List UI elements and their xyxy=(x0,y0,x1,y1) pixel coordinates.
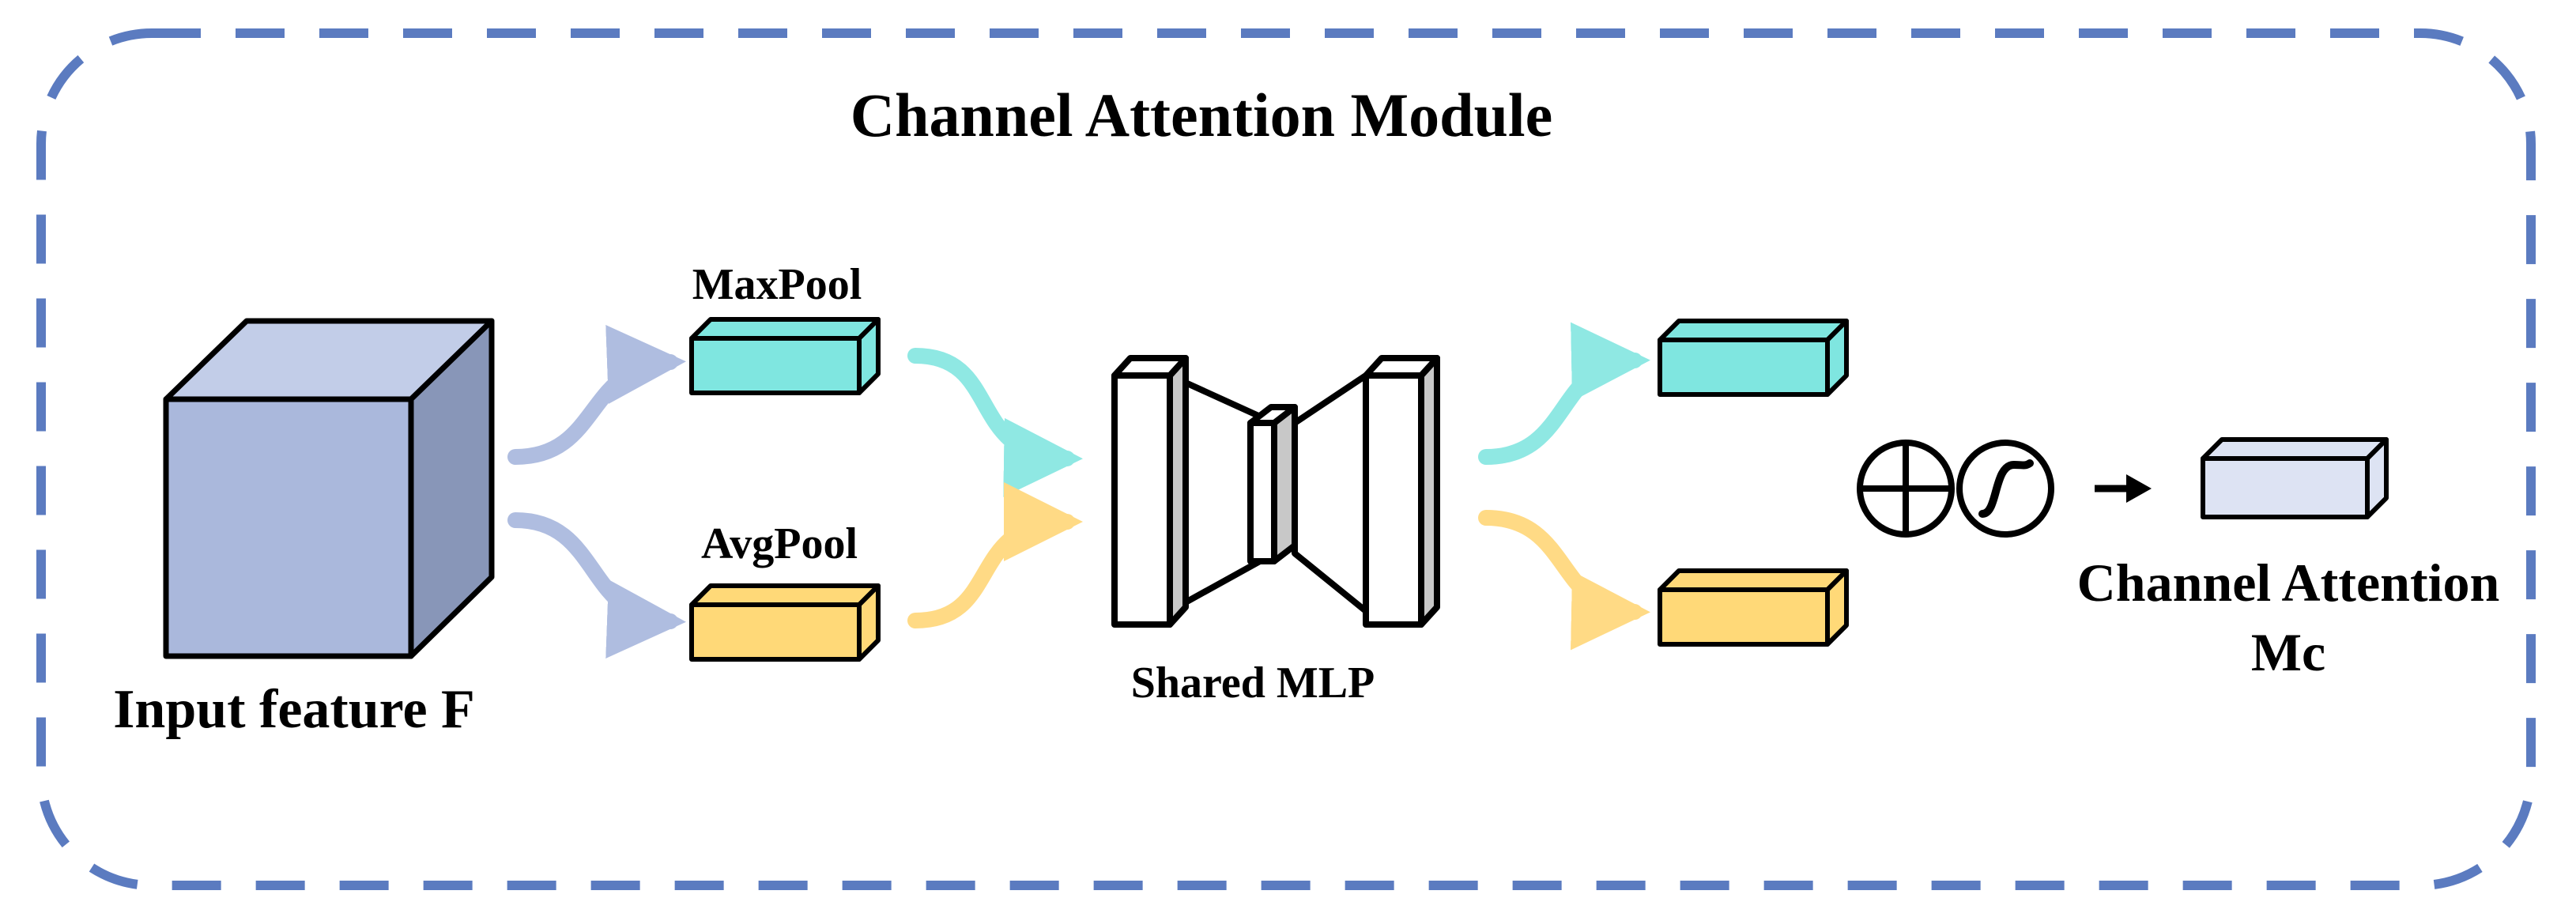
avgpool-block xyxy=(689,583,881,662)
mlp-output-max-block xyxy=(1658,319,1849,397)
arrow-mlp-to-max-output xyxy=(1478,322,1650,465)
mlp-funnel-right xyxy=(1292,372,1369,614)
arrow-input-to-avgpool xyxy=(507,512,686,659)
maxpool-label: MaxPool xyxy=(692,260,862,309)
shared-mlp-label: Shared MLP xyxy=(1131,659,1375,708)
sigmoid-curve-icon xyxy=(1956,440,2054,538)
circle-plus-icon xyxy=(1857,440,1955,538)
module-border xyxy=(36,28,2536,890)
cube-front-face xyxy=(163,396,414,659)
arrow-input-to-maxpool xyxy=(507,325,686,465)
maxpool-block xyxy=(689,317,881,395)
input-feature-cube xyxy=(163,318,495,659)
arrow-maxpool-to-mlp xyxy=(907,348,1083,497)
arrow-mlp-to-avg-output xyxy=(1478,510,1650,651)
mlp-output-avg-block xyxy=(1658,568,1849,647)
input-feature-label: Input feature F xyxy=(113,679,475,740)
module-title: Channel Attention Module xyxy=(850,81,1552,149)
avgpool-label: AvgPool xyxy=(701,519,858,568)
mlp-layer-2 xyxy=(1247,420,1277,564)
channel-attention-mc-label: Mc xyxy=(2251,622,2325,682)
mlp-layer-3 xyxy=(1363,372,1424,628)
arrow-avgpool-to-mlp xyxy=(907,482,1083,628)
shared-mlp xyxy=(1111,355,1440,628)
right-arrow-icon xyxy=(2095,474,2152,503)
channel-attention-label: Channel Attention xyxy=(2077,553,2500,613)
mlp-layer-1 xyxy=(1111,372,1173,628)
channel-attention-output-block xyxy=(2201,437,2389,519)
